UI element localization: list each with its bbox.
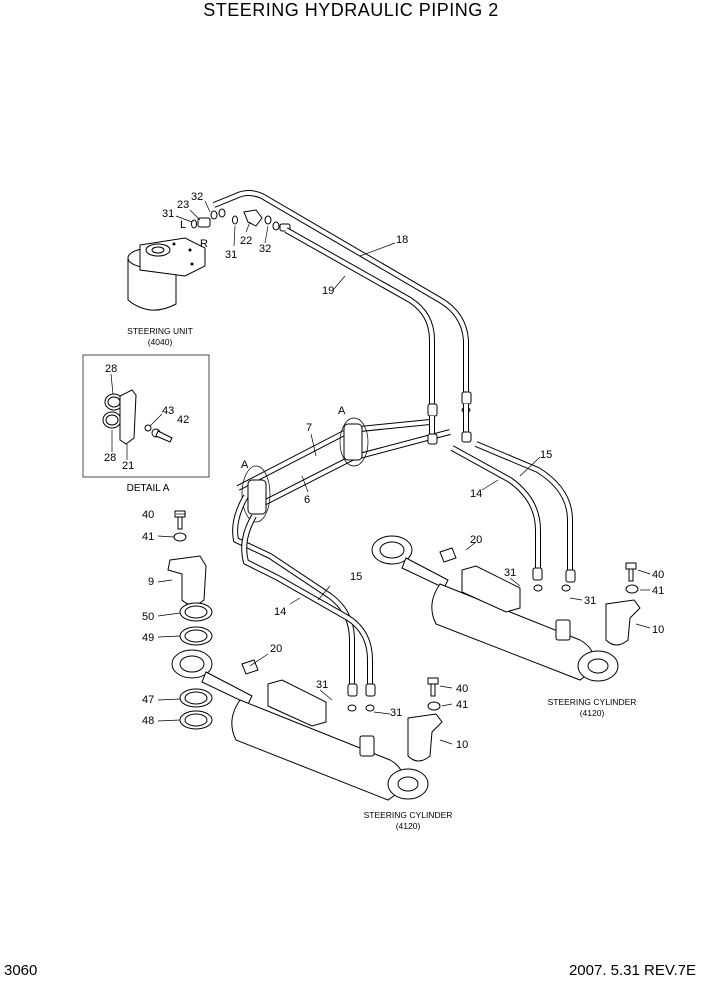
callout: 20 bbox=[270, 643, 282, 655]
pipes-right-cylinder bbox=[450, 441, 576, 583]
page-number: 3060 bbox=[4, 962, 38, 979]
callout: 10 bbox=[652, 624, 664, 636]
port-r-label: R bbox=[200, 238, 208, 250]
callout: 40 bbox=[456, 683, 468, 695]
pipes-left-cylinder bbox=[232, 494, 376, 697]
section-mark-a-left: A bbox=[241, 459, 249, 471]
right-steering-cylinder bbox=[371, 535, 619, 682]
detail-a-box bbox=[82, 354, 210, 478]
right-cylinder-code: (4120) bbox=[580, 708, 605, 718]
callout: 14 bbox=[470, 488, 482, 500]
callout: 19 bbox=[322, 285, 334, 297]
detail-a-clamp bbox=[102, 389, 173, 445]
callout: 41 bbox=[142, 531, 154, 543]
steering-unit bbox=[127, 237, 206, 311]
callout: 14 bbox=[274, 606, 286, 618]
callout: 41 bbox=[652, 585, 664, 597]
section-mark-a-right: A bbox=[338, 405, 346, 417]
right-loose-parts-upper bbox=[605, 562, 641, 646]
left-steering-cylinder bbox=[171, 649, 429, 801]
right-cylinder-caption: STEERING CYLINDER bbox=[548, 697, 637, 707]
port-l-label: L bbox=[180, 219, 186, 231]
callout: 21 bbox=[122, 460, 134, 472]
callouts: 32 23 31 22 31 32 18 19 28 43 42 28 21 7… bbox=[104, 191, 664, 751]
pipes-6-7 bbox=[236, 404, 472, 523]
callout: 15 bbox=[350, 571, 362, 583]
callout: 32 bbox=[191, 191, 203, 203]
callout: 49 bbox=[142, 632, 154, 644]
steering-unit-caption: STEERING UNIT bbox=[127, 326, 193, 336]
callout: 31 bbox=[584, 595, 596, 607]
callout: 47 bbox=[142, 694, 154, 706]
hose-18-19 bbox=[212, 190, 472, 417]
callout: 7 bbox=[306, 422, 312, 434]
callout: 48 bbox=[142, 715, 154, 727]
steering-unit-code: (4040) bbox=[148, 337, 173, 347]
left-loose-parts bbox=[167, 510, 213, 730]
callout: 41 bbox=[456, 699, 468, 711]
callout: 6 bbox=[304, 494, 310, 506]
callout: 28 bbox=[105, 363, 117, 375]
callout: 10 bbox=[456, 739, 468, 751]
callout: 23 bbox=[177, 199, 189, 211]
revision-date: 2007. 5.31 REV.7E bbox=[568, 962, 696, 979]
right-loose-parts-lower bbox=[407, 677, 443, 762]
callout: 31 bbox=[162, 208, 174, 220]
left-cylinder-code: (4120) bbox=[396, 821, 421, 831]
detail-a-caption: DETAIL A bbox=[127, 483, 170, 494]
callout: 40 bbox=[652, 569, 664, 581]
callout: 31 bbox=[316, 679, 328, 691]
page-title: STEERING HYDRAULIC PIPING 2 bbox=[203, 0, 499, 20]
left-cylinder-caption: STEERING CYLINDER bbox=[364, 810, 453, 820]
callout: 32 bbox=[259, 243, 271, 255]
callout: 40 bbox=[142, 509, 154, 521]
callout: 31 bbox=[225, 249, 237, 261]
leader-lines bbox=[110, 200, 651, 745]
callout: 20 bbox=[470, 534, 482, 546]
callout: 31 bbox=[390, 707, 402, 719]
callout: 15 bbox=[540, 449, 552, 461]
callout: 22 bbox=[240, 235, 252, 247]
steering-unit-fittings bbox=[191, 208, 291, 232]
callout: 9 bbox=[148, 576, 154, 588]
callout: 18 bbox=[396, 234, 408, 246]
callout: 43 bbox=[162, 405, 174, 417]
callout: 31 bbox=[504, 567, 516, 579]
callout: 28 bbox=[104, 452, 116, 464]
callout: 42 bbox=[177, 414, 189, 426]
callout: 50 bbox=[142, 611, 154, 623]
